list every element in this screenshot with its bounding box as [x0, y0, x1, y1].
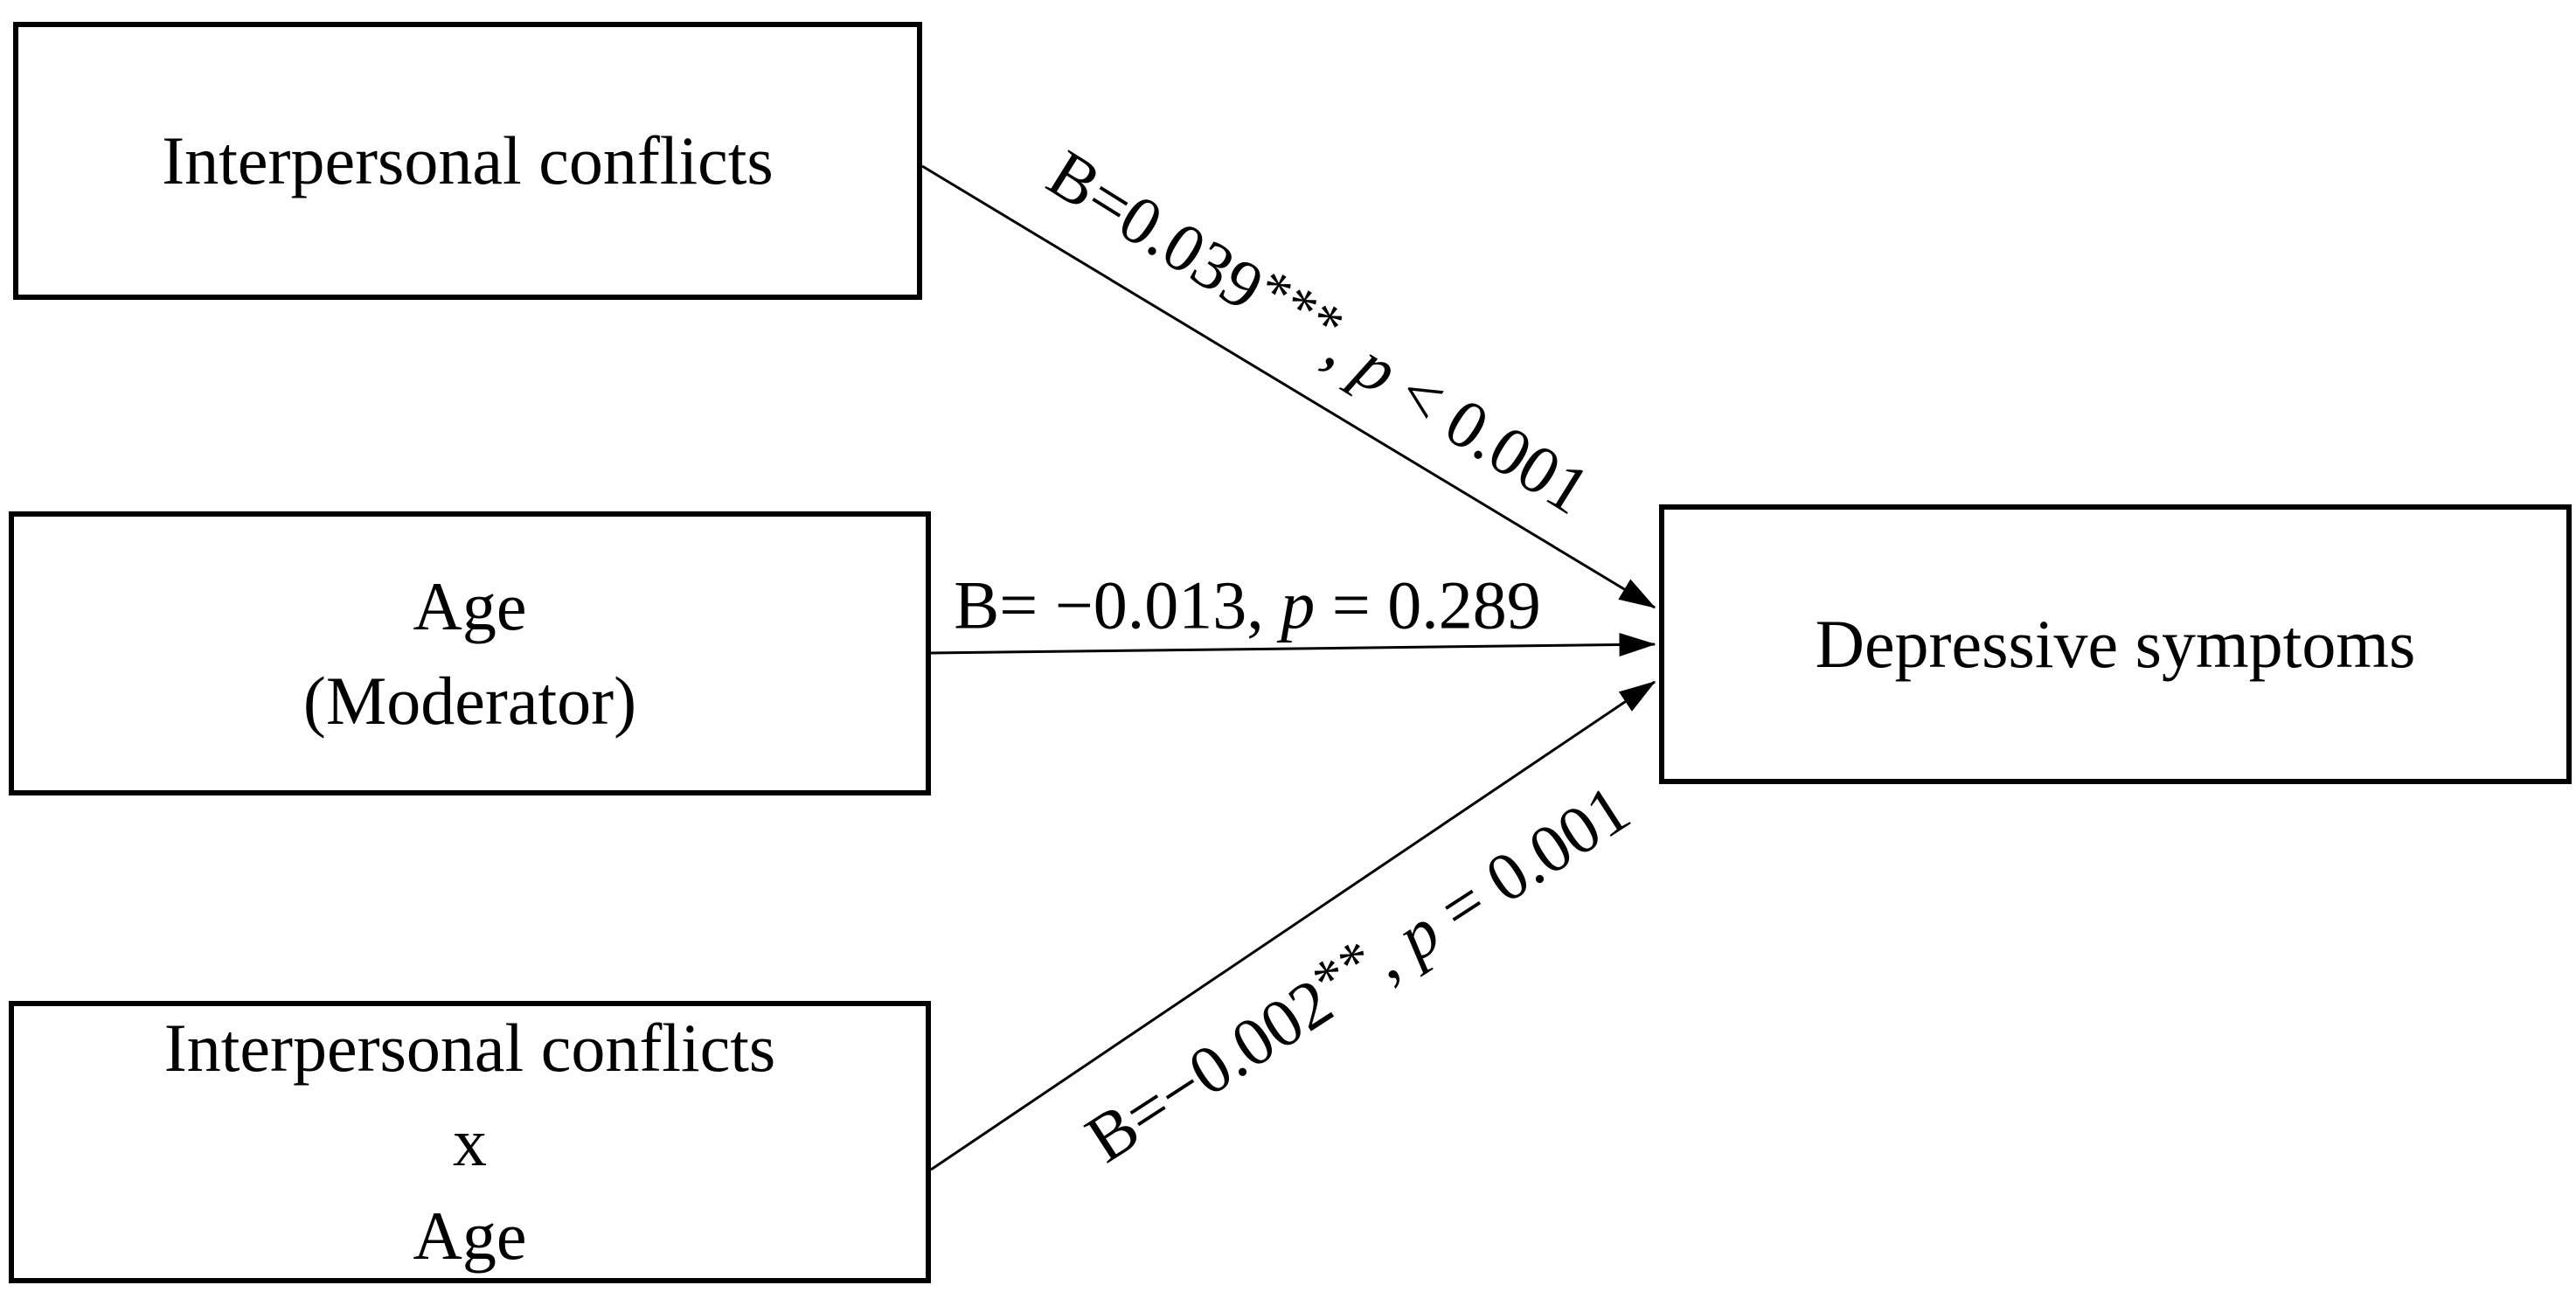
separator-text: ,: [1246, 566, 1281, 643]
p-value-text: = 0.289: [1315, 566, 1541, 643]
path-label-moderator-to-outcome: B= −0.013, p = 0.289: [954, 562, 1541, 645]
box-label-line: x: [453, 1103, 487, 1180]
box-label-line: Age: [413, 567, 527, 644]
p-symbol: p: [1281, 566, 1316, 643]
coefficient-text: B= −0.013: [954, 566, 1247, 643]
box-interaction-conflicts-x-age: Interpersonal conflicts x Age: [9, 1001, 931, 1283]
box-label-line: Age: [413, 1198, 527, 1275]
box-depressive-symptoms: Depressive symptoms: [1659, 504, 2572, 784]
box-label-line: Depressive symptoms: [1815, 606, 2416, 683]
box-label-line: Interpersonal conflicts: [163, 1010, 776, 1087]
box-label-line: (Moderator): [302, 662, 637, 739]
box-interpersonal-conflicts: Interpersonal conflicts: [13, 22, 922, 300]
arrow-moderator-to-outcome: [930, 632, 1656, 656]
arrow-predictor-to-outcome: [921, 164, 1656, 609]
box-age-moderator: Age (Moderator): [9, 511, 931, 795]
arrow-interaction-to-outcome: [930, 680, 1656, 1171]
box-label-line: Interpersonal conflicts: [162, 122, 774, 199]
